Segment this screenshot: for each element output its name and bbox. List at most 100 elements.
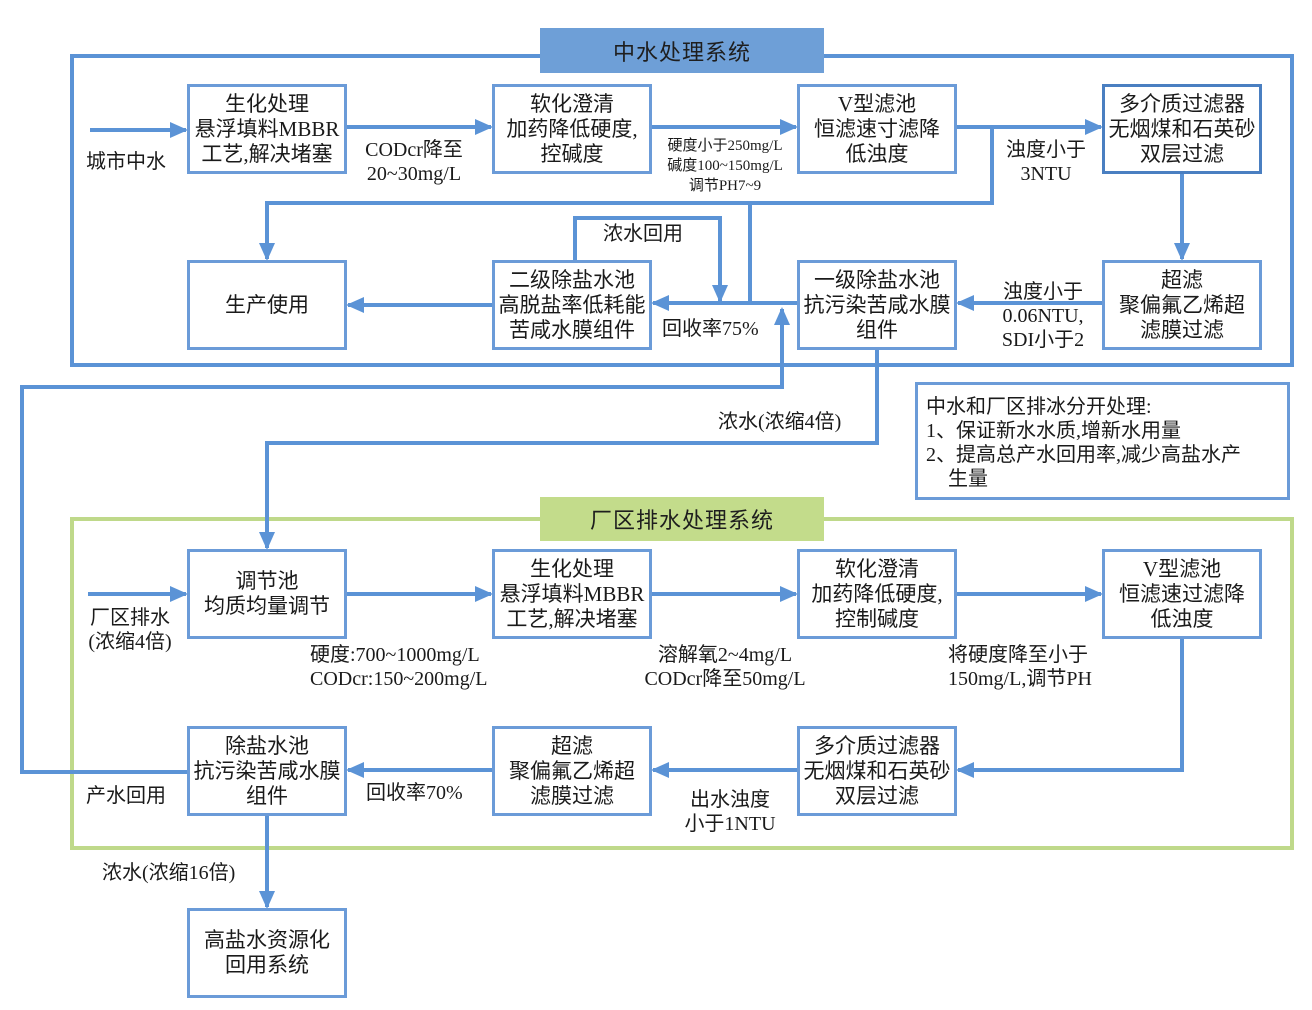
label-line: 20~30mg/L [366,163,462,185]
label-line: 硬度小于250mg/L [667,138,783,154]
box-line: 生化处理 [225,91,309,116]
stage2-desalination-box: 二级除盐水池 高脱盐率低耗能 苦咸水膜组件 [492,260,652,350]
box-line: 低浊度 [845,141,909,166]
label-line: 硬度:700~1000mg/L [310,644,480,666]
high-salt-recycling-box: 高盐水资源化 回用系统 [187,908,347,998]
note-line: 2、提高总产水回用率,减少高盐水产 [926,444,1241,466]
note-line: 1、保证新水水质,增新水用量 [926,420,1181,442]
equalization-tank-box: 调节池 均质均量调节 [187,549,347,639]
concentrate-4x-label: 浓水(浓缩4倍) [718,411,842,433]
box-line: 软化澄清 [835,556,919,581]
codcr-label: CODcr降至 20~30mg/L [355,138,473,186]
label-line: CODcr:150~200mg/L [310,668,488,690]
plant-desalination-box: 除盐水池 抗污染苦咸水膜 组件 [187,726,347,816]
note-line: 生量 [948,468,988,490]
recovery-70-label: 回收率70% [366,782,463,804]
note-line: 中水和厂区排冰分开处理: [926,396,1152,418]
plant-ultrafiltration-box: 超滤 聚偏氟乙烯超 滤膜过滤 [492,726,652,816]
box-line: 双层过滤 [835,783,919,808]
box-line: 聚偏氟乙烯超 [1119,292,1245,317]
box-line: 超滤 [551,733,593,758]
arrow-concentrate-reuse-loop [573,216,728,303]
box-line: 超滤 [1161,267,1203,292]
label-line: 将硬度降至小于 [948,644,1088,666]
label-line: 碱度100~150mg/L [667,158,783,174]
arrow-product-reuse-to-stage1 [20,307,790,774]
box-line: 控碱度 [540,141,604,166]
city-water-label: 城市中水 [86,151,166,173]
label-line: 小于1NTU [684,813,776,835]
box-line: 加药降低硬度, [811,581,943,606]
box-line: 双层过滤 [1140,141,1224,166]
box-line: 高脱盐率低耗能 [498,292,646,317]
label-line: 厂区排水 [90,607,170,629]
box-line: V型滤池 [837,91,917,116]
plant-biochem-box: 生化处理 悬浮填料MBBR 工艺,解决堵塞 [492,549,652,639]
box-line: 苦咸水膜组件 [509,317,635,342]
softening-output-label-2: 将硬度降至小于 150mg/L,调节PH [948,643,1092,691]
box-line: 滤膜过滤 [1140,317,1224,342]
label-line: SDI小于2 [1001,329,1085,351]
box-line: 回用系统 [225,953,309,977]
product-reuse-label: 产水回用 [86,785,166,807]
concentrate-reuse-label: 浓水回用 [603,223,683,245]
box-line: 恒滤速过滤降 [1119,581,1245,606]
box-line: 多介质过滤器 [1119,91,1245,116]
reclaimed-multimedia-filter-box: 多介质过滤器 无烟煤和石英砂 双层过滤 [1102,84,1262,174]
uf-output-label: 浊度小于 0.06NTU, SDI小于2 [990,280,1096,352]
concentrate-16x-label: 浓水(浓缩16倍) [102,862,236,884]
box-line: 工艺,解决堵塞 [201,141,333,166]
box-line: 抗污染苦咸水膜 [193,758,341,783]
box-line: 除盐水池 [225,733,309,758]
label-line: 0.06NTU, [1002,305,1084,327]
reclaimed-system-title: 中水处理系统 [540,28,824,73]
reclaimed-softening-box: 软化澄清 加药降低硬度, 控碱度 [492,84,652,174]
label-line: 调节PH7~9 [688,178,762,194]
box-line: 多介质过滤器 [814,733,940,758]
label-line: 150mg/L,调节PH [948,668,1092,690]
box-line: 低浊度 [1150,606,1214,631]
plant-drain-label: 厂区排水 (浓缩4倍) [80,606,180,654]
production-use-box: 生产使用 [187,260,347,350]
box-line: 聚偏氟乙烯超 [509,758,635,783]
strategy-note-box: 中水和厂区排冰分开处理: 1、保证新水水质,增新水用量 2、提高总产水回用率,减… [915,382,1290,500]
box-line: 高盐水资源化 [204,928,330,952]
box-line: 加药降低硬度, [506,116,638,141]
box-line: 悬浮填料MBBR [499,581,645,606]
mm-output-label: 出水浊度 小于1NTU [675,788,785,836]
turbidity-3ntu-label: 浊度小于 3NTU [1000,138,1092,186]
label-line: CODcr降至 [365,139,463,161]
plant-v-filter-box: V型滤池 恒滤速过滤降 低浊度 [1102,549,1262,639]
label-line: 出水浊度 [690,789,770,811]
arrow-stage1-concentrate-to-equalization [259,350,879,550]
reclaimed-ultrafiltration-box: 超滤 聚偏氟乙烯超 滤膜过滤 [1102,260,1262,350]
label-line: CODcr降至50mg/L [644,668,806,690]
box-line: 无烟煤和石英砂 [803,758,951,783]
box-line: 组件 [856,317,898,342]
label-line: (浓缩4倍) [88,631,172,653]
box-line: 悬浮填料MBBR [194,116,340,141]
box-line: 调节池 [235,569,299,593]
recovery-75-label: 回收率75% [662,318,759,340]
arrow-vfilter-bypass-to-production [259,127,994,261]
label-line: 浊度小于 [1006,139,1086,161]
box-line: 均质均量调节 [204,594,330,618]
biochem-output-label: 溶解氧2~4mg/L CODcr降至50mg/L [630,643,820,691]
inlet-quality-label: 硬度:700~1000mg/L CODcr:150~200mg/L [310,643,487,691]
box-line: 控制碱度 [835,606,919,631]
reclaimed-biochem-box: 生化处理 悬浮填料MBBR 工艺,解决堵塞 [187,84,347,174]
arrow-vfilter-to-multimedia-2 [956,639,1184,778]
box-line: 恒滤速寸滤降 [814,116,940,141]
stage1-desalination-box: 一级除盐水池 抗污染苦咸水膜 组件 [797,260,957,350]
plant-multimedia-filter-box: 多介质过滤器 无烟煤和石英砂 双层过滤 [797,726,957,816]
box-line: 软化澄清 [530,91,614,116]
box-line: 生产使用 [225,292,309,317]
box-line: 滤膜过滤 [530,783,614,808]
box-line: 组件 [246,783,288,808]
box-line: 工艺,解决堵塞 [506,606,638,631]
box-line: V型滤池 [1142,556,1222,581]
plant-softening-box: 软化澄清 加药降低硬度, 控制碱度 [797,549,957,639]
softening-output-label: 硬度小于250mg/L 碱度100~150mg/L 调节PH7~9 [652,136,798,196]
box-line: 生化处理 [530,556,614,581]
box-line: 二级除盐水池 [509,267,635,292]
